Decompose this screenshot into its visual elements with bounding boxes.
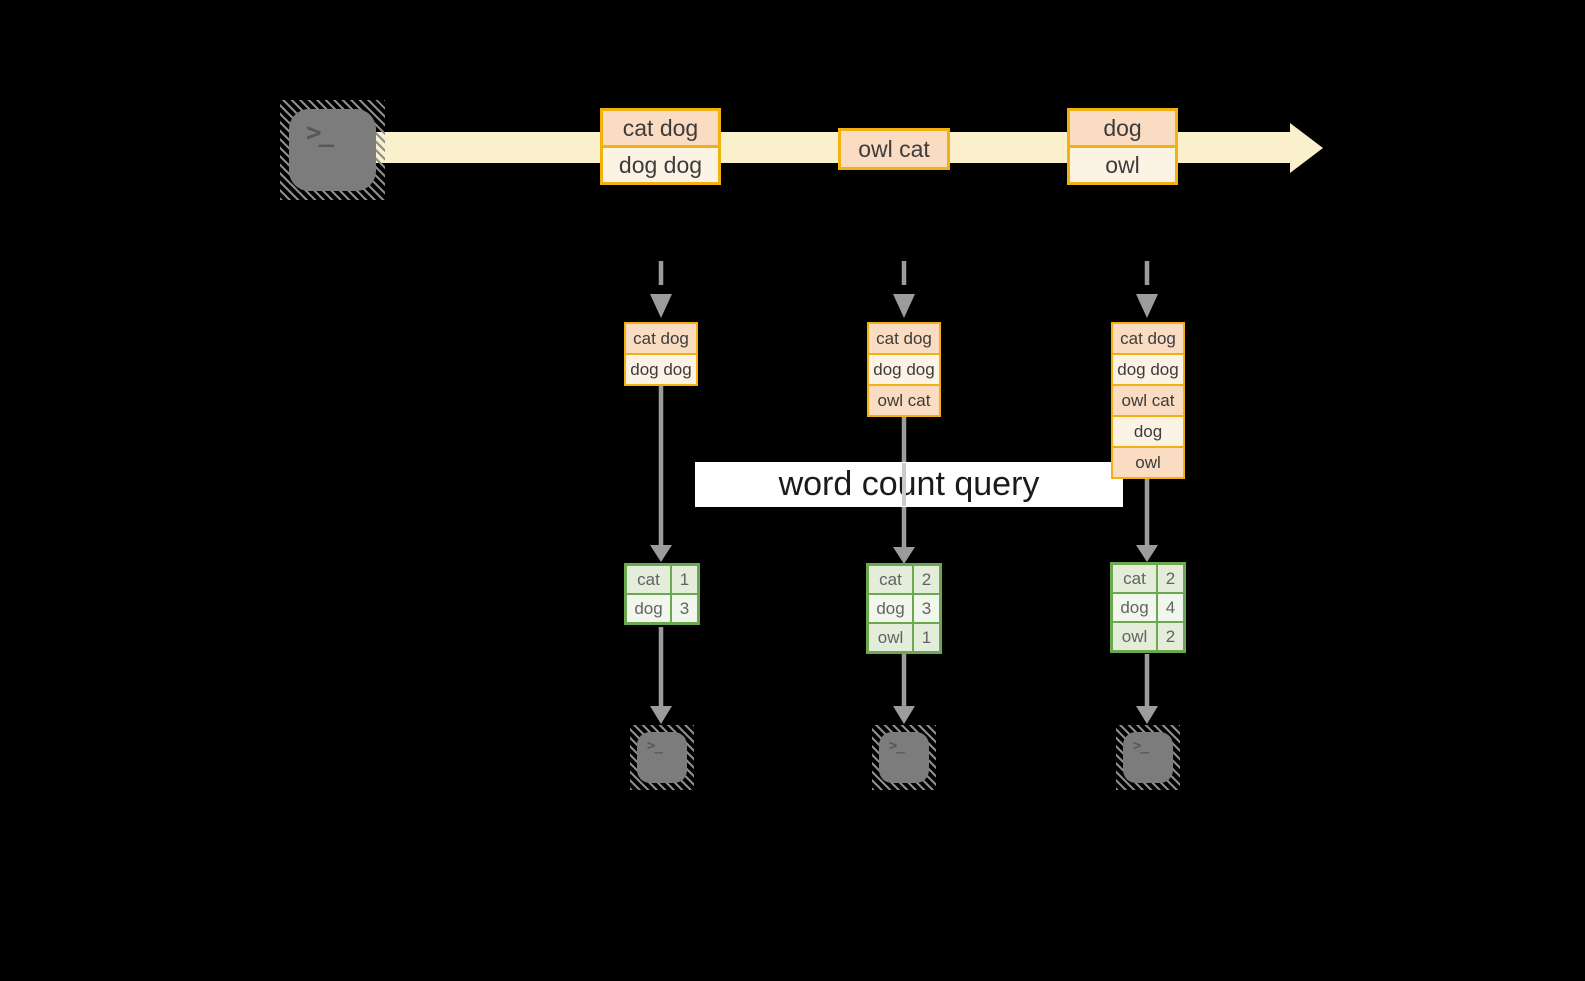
- input-line: owl cat: [867, 384, 941, 417]
- count-cell: 2: [914, 566, 939, 593]
- count-cell: 3: [672, 595, 697, 622]
- count-cell: 2: [1158, 565, 1183, 592]
- accumulated-input-col1: cat dog dog dog: [624, 322, 698, 386]
- count-table-col1: cat 1 dog 3: [624, 563, 700, 625]
- word-cell: cat: [869, 566, 912, 593]
- terminal-body: >_: [879, 732, 929, 783]
- input-line: cat dog: [624, 322, 698, 355]
- input-line: dog dog: [624, 353, 698, 386]
- stream-arrow-head: [1290, 123, 1323, 173]
- word-cell: dog: [869, 595, 912, 622]
- count-cell: 1: [914, 624, 939, 651]
- input-line: cat dog: [1111, 322, 1185, 355]
- word-cell: owl: [869, 624, 912, 651]
- arrow-input-to-table-col1: [650, 384, 672, 562]
- terminal-sink-icon-col3: >_: [1116, 725, 1180, 790]
- stream-record: dog dog: [600, 145, 721, 185]
- input-line: dog dog: [1111, 353, 1185, 386]
- input-line: owl cat: [1111, 384, 1185, 417]
- stream-batch-2: owl cat: [838, 128, 950, 170]
- word-cell: dog: [627, 595, 670, 622]
- terminal-body: >_: [637, 732, 687, 783]
- input-line: owl: [1111, 446, 1185, 479]
- word-cell: owl: [1113, 623, 1156, 650]
- stream-batch-1: cat dog dog dog: [600, 108, 721, 185]
- count-cell: 1: [672, 566, 697, 593]
- stream-record: owl: [1067, 145, 1178, 185]
- word-cell: cat: [1113, 565, 1156, 592]
- terminal-prompt-icon: >_: [306, 118, 334, 148]
- accumulated-input-col2: cat dog dog dog owl cat: [867, 322, 941, 417]
- dashed-arrow-col1: [650, 261, 672, 318]
- count-cell: 4: [1158, 594, 1183, 621]
- arrow-table-to-sink-col3: [1136, 654, 1158, 724]
- dashed-arrow-col3: [1136, 261, 1158, 318]
- terminal-source-icon: >_: [280, 100, 385, 200]
- count-table-col3: cat 2 dog 4 owl 2: [1110, 562, 1186, 653]
- stream-record: dog: [1067, 108, 1178, 148]
- count-cell: 3: [914, 595, 939, 622]
- count-cell: 2: [1158, 623, 1183, 650]
- accumulated-input-col3: cat dog dog dog owl cat dog owl: [1111, 322, 1185, 479]
- query-label: word count query: [695, 462, 1123, 507]
- input-line: dog: [1111, 415, 1185, 448]
- terminal-prompt-icon: >_: [889, 738, 905, 754]
- terminal-sink-icon-col1: >_: [630, 725, 694, 790]
- terminal-body: >_: [1123, 732, 1173, 783]
- dashed-arrow-col2: [893, 261, 915, 318]
- arrow-table-to-sink-col1: [650, 627, 672, 724]
- word-cell: dog: [1113, 594, 1156, 621]
- input-line: dog dog: [867, 353, 941, 386]
- terminal-body: >_: [289, 109, 376, 191]
- arrow-overlay-segment: [902, 463, 906, 506]
- stream-batch-3: dog owl: [1067, 108, 1178, 185]
- stream-record: owl cat: [838, 128, 950, 170]
- count-table-col2: cat 2 dog 3 owl 1: [866, 563, 942, 654]
- terminal-prompt-icon: >_: [1133, 738, 1149, 754]
- input-line: cat dog: [867, 322, 941, 355]
- terminal-prompt-icon: >_: [647, 738, 663, 754]
- stream-record: cat dog: [600, 108, 721, 148]
- terminal-sink-icon-col2: >_: [872, 725, 936, 790]
- arrow-input-to-table-col3: [1136, 479, 1158, 562]
- word-cell: cat: [627, 566, 670, 593]
- arrow-table-to-sink-col2: [893, 654, 915, 724]
